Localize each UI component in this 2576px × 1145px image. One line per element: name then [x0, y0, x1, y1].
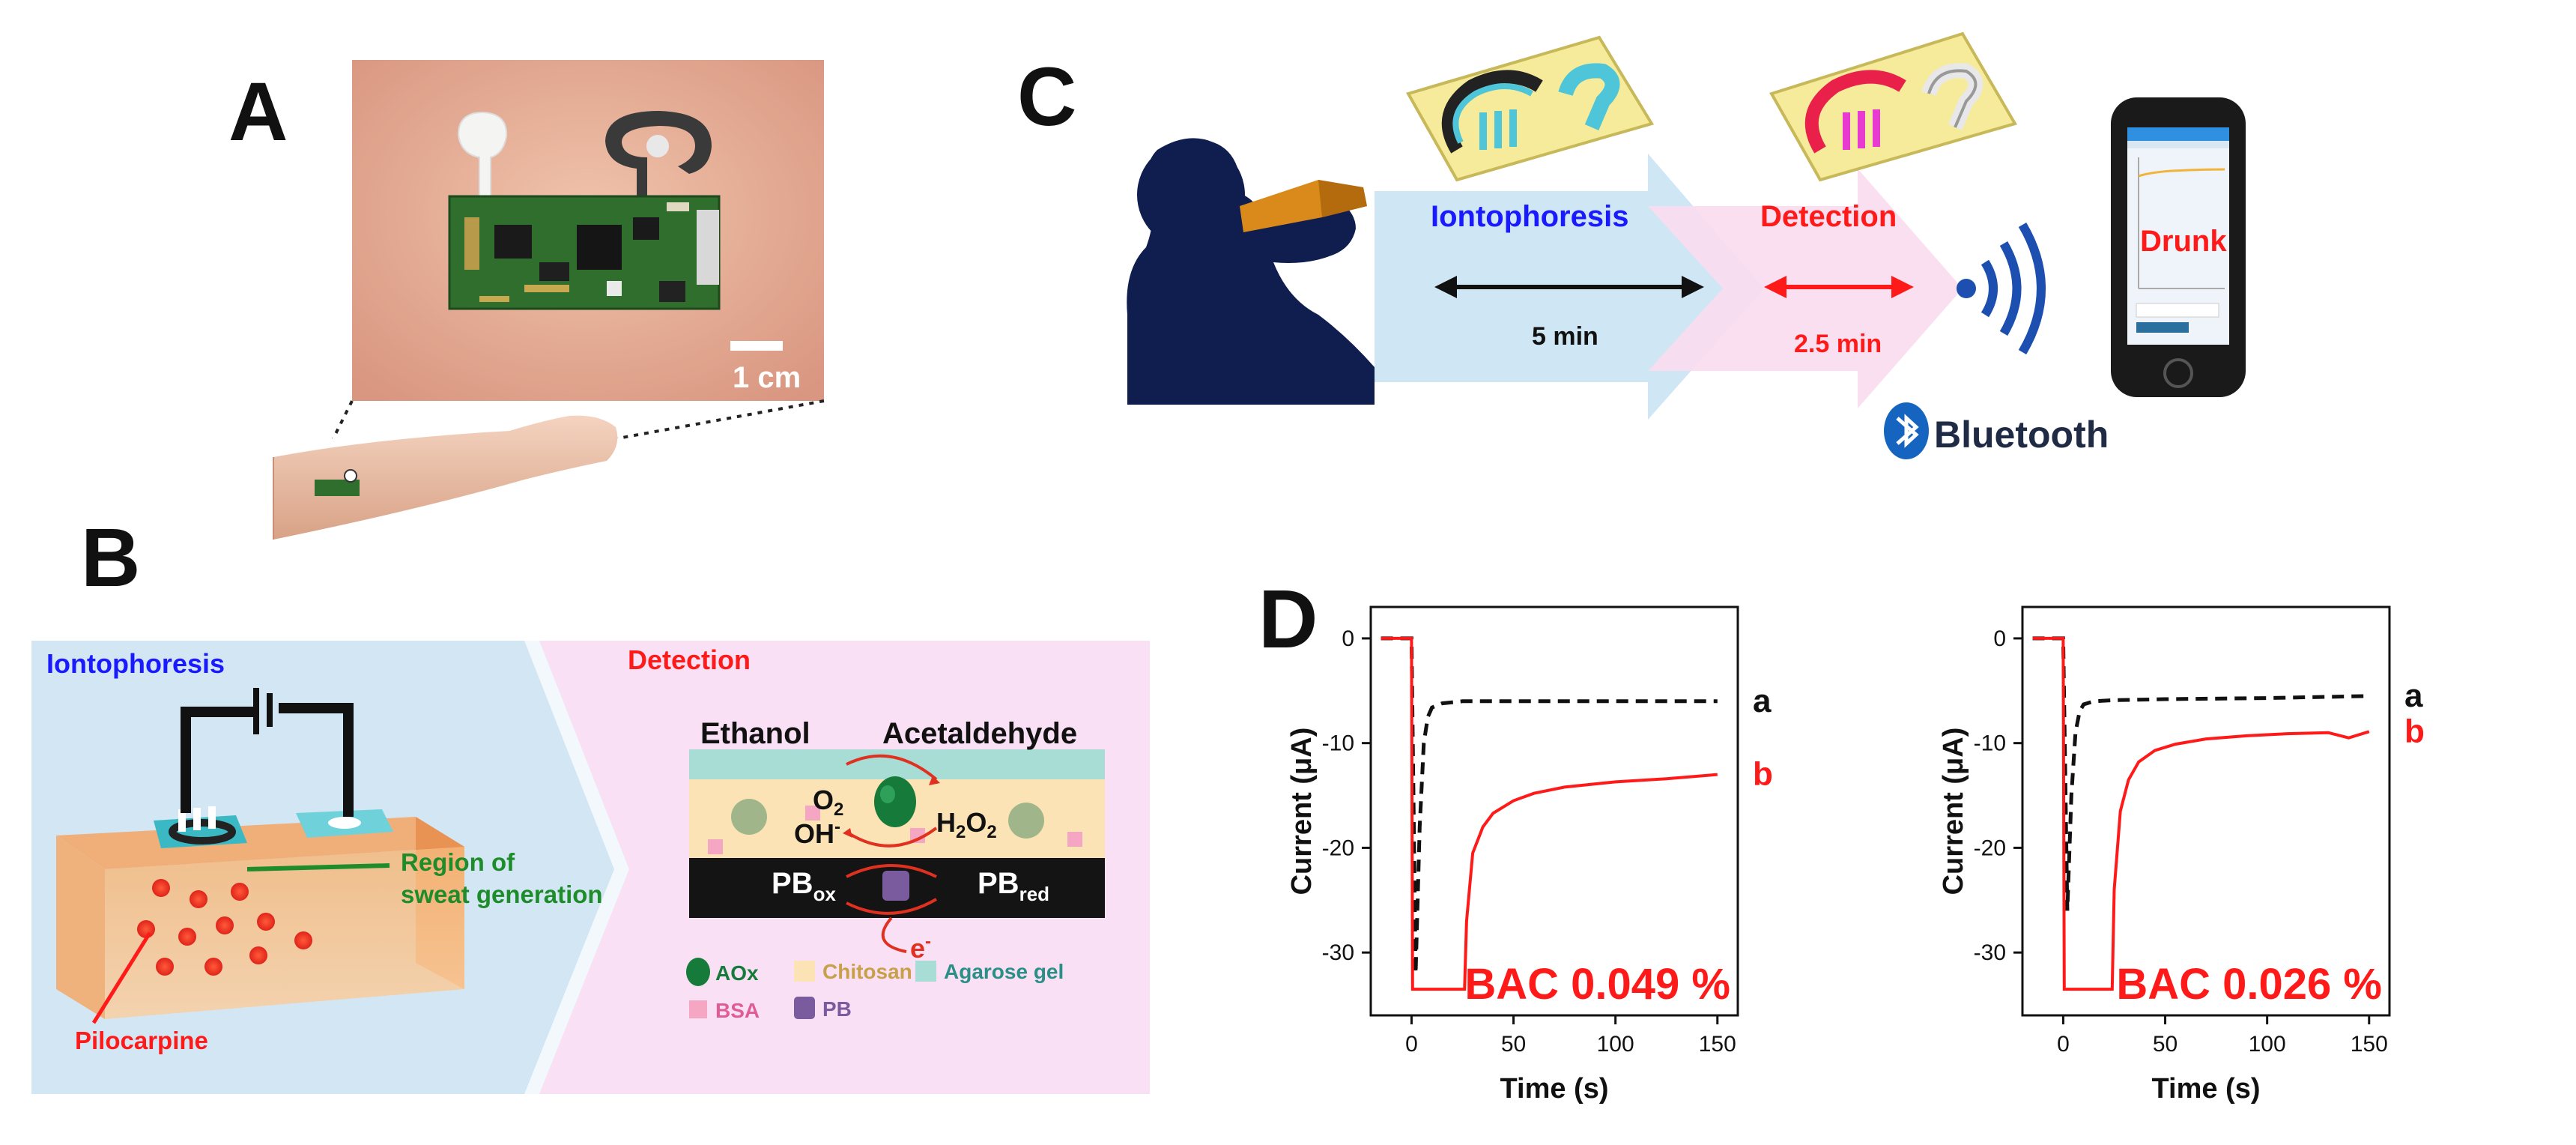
- ethanol-label: Ethanol: [700, 717, 810, 750]
- aox-enzyme: [874, 776, 916, 827]
- y-tick-label: -30: [1974, 940, 2006, 965]
- y-axis-label: Current (μA): [1938, 728, 1969, 895]
- oh-sup: -: [834, 817, 840, 837]
- x-tick-label: 0: [1405, 1032, 1418, 1057]
- pbox-text: PB: [772, 867, 813, 900]
- panel-label-c: C: [1017, 51, 1077, 143]
- legend-bsa: BSA: [715, 999, 760, 1022]
- h2o2-h: H: [936, 807, 956, 838]
- x-tick-label: 100: [1597, 1032, 1634, 1057]
- h2o2-sub1: 2: [956, 822, 966, 842]
- panel-b-diagram: Iontophoresis Detection Region of sweat …: [31, 641, 1150, 1094]
- svg-text:OH-: OH-: [794, 817, 840, 849]
- panel-label-b: B: [81, 512, 141, 604]
- y-tick-label: -20: [1974, 836, 2006, 860]
- plot-frame: [2021, 605, 2391, 1017]
- forearm-photo: [270, 415, 622, 547]
- x-tick-label: 0: [2057, 1032, 2070, 1057]
- o2-text: O: [813, 785, 834, 815]
- svg-text:H2O2: H2O2: [936, 807, 997, 842]
- electron-sup: -: [925, 931, 931, 952]
- legend-agarose: Agarose gel: [944, 960, 1064, 983]
- smartphone: [2111, 97, 2246, 397]
- series-label-a: a: [2404, 677, 2423, 714]
- x-axis-label: Time (s): [1500, 1073, 1608, 1105]
- svg-text:e-: e-: [910, 931, 931, 964]
- svg-text:PBox: PBox: [772, 867, 836, 905]
- y-tick-label: -30: [1322, 940, 1354, 965]
- x-tick-label: 50: [1501, 1032, 1526, 1057]
- series-line-a: [2032, 636, 2369, 911]
- o2-sub: 2: [834, 800, 843, 820]
- electrode-dark: [605, 111, 712, 196]
- pbred-text: PB: [978, 867, 1019, 900]
- agarose-layer: [689, 749, 1105, 779]
- electron-text: e: [910, 933, 925, 964]
- b-detection-label: Detection: [628, 644, 751, 675]
- panel-c-diagram: Iontophoresis Detection 5 min 2.5 min Bl…: [1127, 31, 2246, 459]
- legend-chitosan: Chitosan: [822, 960, 912, 983]
- pilocarpine-label: Pilocarpine: [75, 1027, 208, 1054]
- legend-aox: AOx: [715, 961, 759, 985]
- sensor-patch-iontophoresis: [1406, 35, 1655, 182]
- c-time-2-5min: 2.5 min: [1794, 330, 1882, 358]
- y-tick-label: 0: [1342, 626, 1354, 651]
- panel-label-d: D: [1258, 573, 1318, 665]
- bluetooth-icon: [1884, 402, 1929, 459]
- pilocarpine-dots: [137, 879, 312, 976]
- bac-annotation: BAC 0.026 %: [2116, 960, 2382, 1009]
- bac-annotation: BAC 0.049 %: [1464, 960, 1730, 1009]
- scale-bar: [730, 341, 783, 351]
- c-time-5min: 5 min: [1532, 322, 1598, 351]
- y-axis-label: Current (μA): [1286, 728, 1318, 895]
- series-line-a: [1381, 636, 1718, 974]
- region-label-1: Region of: [401, 848, 515, 876]
- pbox-sub: ox: [813, 883, 837, 905]
- x-axis-label: Time (s): [2151, 1073, 2260, 1105]
- phone-result-label: Drunk: [2140, 225, 2227, 258]
- electrode-white: [457, 111, 508, 199]
- series-label-a: a: [1753, 683, 1772, 719]
- oh-text: OH: [794, 818, 834, 849]
- h2o2-sub2: 2: [987, 822, 996, 842]
- panel-a-photo: 1 cm: [270, 60, 825, 547]
- series-label-b: b: [2404, 713, 2425, 749]
- bluetooth-label: Bluetooth: [1934, 414, 2109, 456]
- drinking-person-silhouette: [1127, 138, 1375, 405]
- h2o2-o: O: [966, 807, 987, 838]
- x-tick-label: 150: [1699, 1032, 1736, 1057]
- beer-bottle: [1240, 180, 1367, 232]
- y-tick-label: -20: [1322, 836, 1354, 860]
- pbred-sub: red: [1019, 883, 1049, 905]
- skin-gel-box: [56, 817, 464, 1019]
- panel-label-a: A: [228, 66, 288, 158]
- plot-frame: [1369, 605, 1739, 1017]
- series-line-b: [1381, 636, 1718, 991]
- region-label-2: sweat generation: [401, 880, 603, 908]
- scale-bar-label: 1 cm: [733, 361, 801, 394]
- series-line-b: [2032, 636, 2370, 991]
- x-tick-label: 150: [2351, 1032, 2388, 1057]
- legend-pb: PB: [822, 997, 852, 1021]
- acetaldehyde-label: Acetaldehyde: [882, 717, 1077, 750]
- svg-text:O2: O2: [813, 785, 843, 820]
- c-detection-label: Detection: [1760, 200, 1897, 233]
- series-label-b: b: [1753, 756, 1773, 793]
- pb-particle: [882, 871, 909, 901]
- x-tick-label: 50: [2153, 1032, 2178, 1057]
- y-tick-label: 0: [1993, 626, 2006, 651]
- y-tick-label: -10: [1322, 731, 1354, 756]
- c-iontophoresis-label: Iontophoresis: [1431, 200, 1628, 233]
- b-iontophoresis-label: Iontophoresis: [46, 648, 225, 679]
- sensor-patch-detection: [1769, 31, 2018, 182]
- wireless-signal-icon: [1957, 222, 2046, 355]
- svg-text:PBred: PBred: [978, 867, 1049, 905]
- b-legend: AOx Chitosan Agarose gel BSA PB: [686, 958, 1064, 1022]
- x-tick-label: 100: [2249, 1032, 2286, 1057]
- y-tick-label: -10: [1974, 731, 2006, 756]
